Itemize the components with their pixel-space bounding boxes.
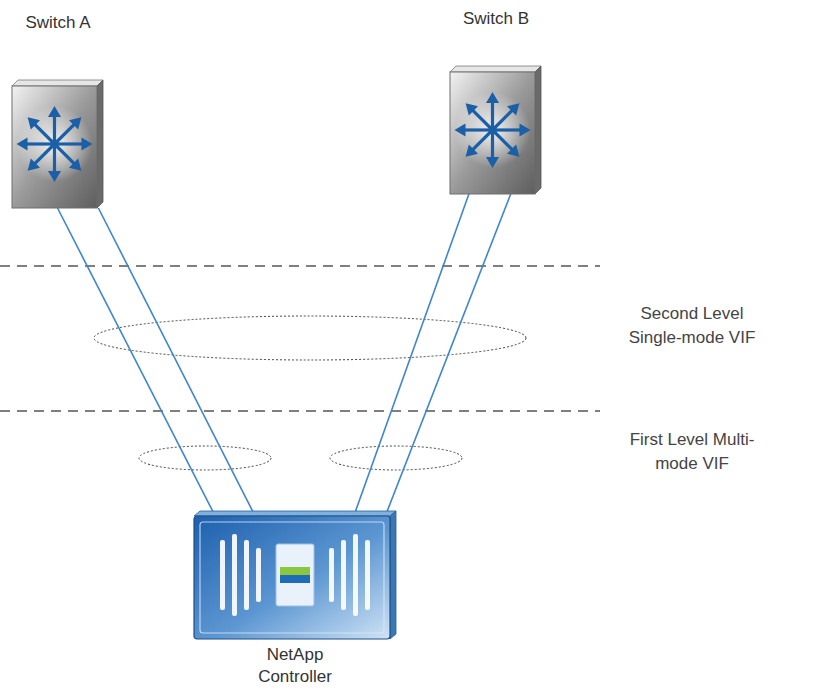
network-link [98,208,255,516]
vif-level-label: Second Level Single-mode VIF [615,302,769,350]
network-link [385,194,510,516]
controller-node: NetApp Controller [190,510,400,640]
controller-icon [190,510,400,640]
network-link [354,194,469,516]
multi-mode-vif-ring [330,446,462,470]
network-link [58,208,216,516]
multi-mode-vif-ring [139,446,271,470]
node-label: NetApp Controller [235,644,355,688]
dashed-separator [0,265,600,267]
node-label: Switch A [0,12,118,34]
switch-node: Switch B [448,64,543,196]
switch-icon [448,64,543,196]
switch-icon [10,78,105,210]
vif-level-label: First Level Multi-mode VIF [615,428,769,476]
node-label: Switch B [436,8,556,30]
switch-node: Switch A [10,78,105,210]
dashed-separator [0,410,600,412]
